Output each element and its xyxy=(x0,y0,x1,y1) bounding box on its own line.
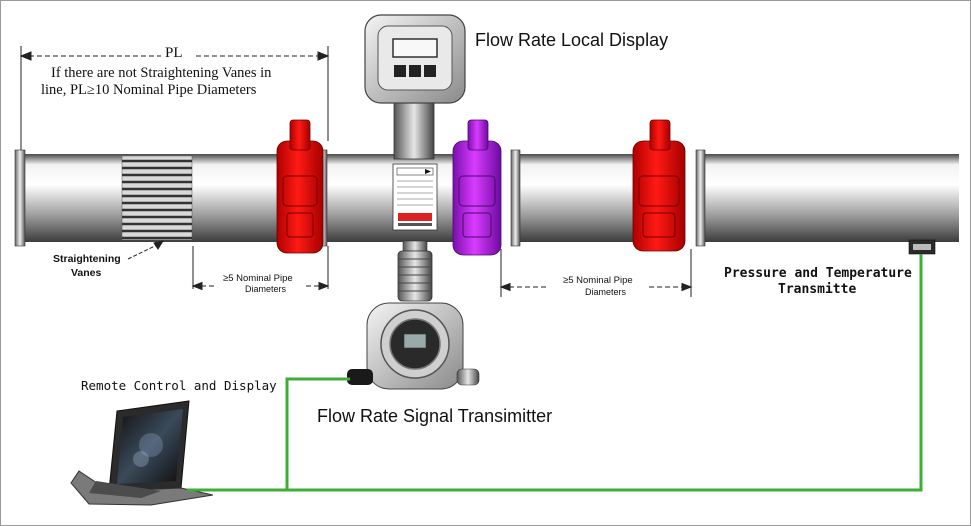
pipe-segment-3 xyxy=(510,149,655,247)
local-display-label: Flow Rate Local Display xyxy=(475,30,669,50)
straightening-label-line2: Vanes xyxy=(71,267,102,279)
nominal-right-line2: Diameters xyxy=(585,287,627,297)
flange-red-1 xyxy=(276,119,324,254)
laptop-icon xyxy=(70,400,214,506)
signal-transmitter-unit xyxy=(347,240,480,390)
flowmeter-nameplate xyxy=(392,163,438,231)
nominal-right-line1: ≥5 Nominal Pipe xyxy=(563,275,633,286)
nominal-dimension-left xyxy=(191,246,330,291)
signal-transmitter-label: Flow Rate Signal Transimitter xyxy=(317,406,553,426)
nominal-left-line2: Diameters xyxy=(245,284,287,294)
local-display-unit xyxy=(364,14,466,160)
flange-red-2 xyxy=(632,119,686,252)
straightening-leader xyxy=(127,240,165,260)
remote-label: Remote Control and Display xyxy=(81,378,277,393)
nominal-left-line1: ≥5 Nominal Pipe xyxy=(223,273,293,284)
signal-cables xyxy=(187,254,923,492)
flange-purple-meter xyxy=(452,119,502,256)
straightening-vanes xyxy=(121,155,193,241)
nominal-dimension-right xyxy=(499,249,693,297)
pl-dimension xyxy=(19,46,330,151)
pl-note-line2: line, PL≥10 Nominal Pipe Diameters xyxy=(41,82,257,98)
pl-note-line1: If there are not Straightening Vanes in xyxy=(51,65,272,81)
pt-label-line2: Transmitte xyxy=(778,282,857,297)
pt-transmitter-unit xyxy=(908,239,936,255)
pt-label-line1: Pressure and Temperature xyxy=(724,266,912,281)
pl-label: PL xyxy=(165,45,183,61)
pipe-segment-4 xyxy=(695,149,959,247)
straightening-label-line1: Straightening xyxy=(53,253,121,265)
